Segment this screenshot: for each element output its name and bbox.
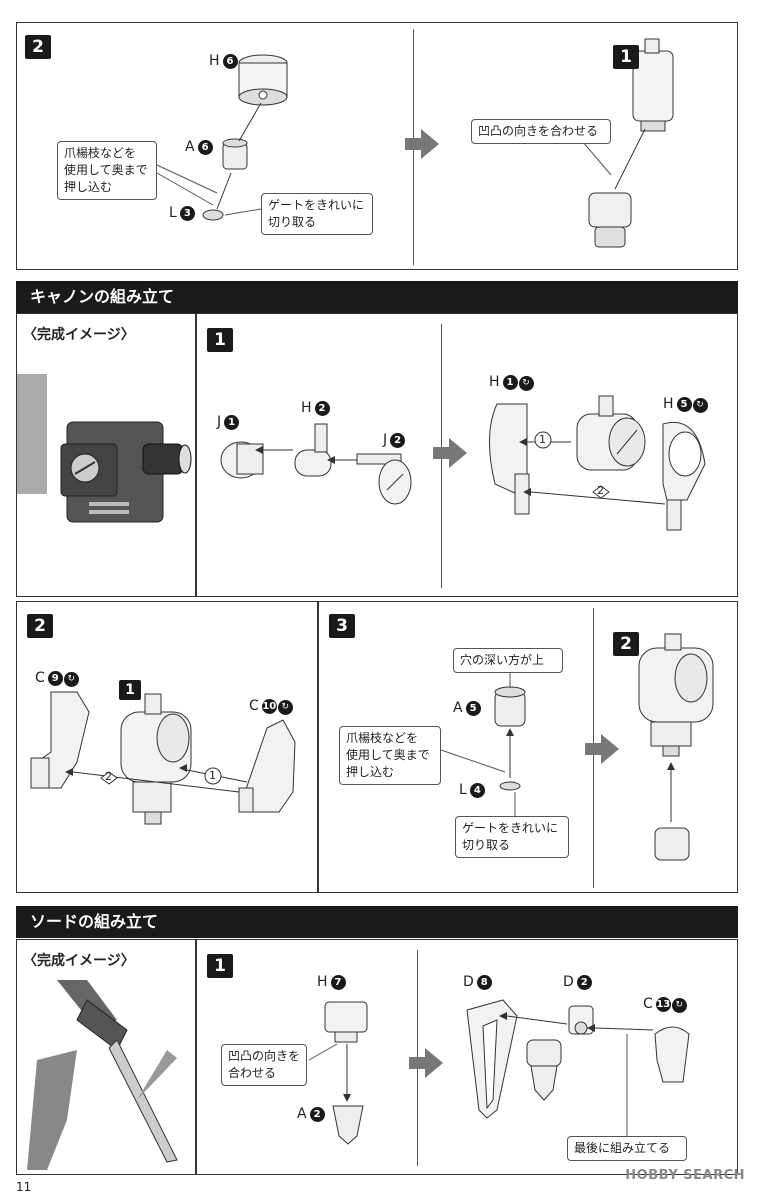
- rotate-icon: ↻: [692, 398, 708, 413]
- callout-push-in: 爪楊枝などを 使用して奥まで 押し込む: [57, 141, 157, 200]
- rotate-icon: ↻: [63, 672, 79, 687]
- complete-image-cannon: [17, 374, 192, 523]
- order-marker-1: 1: [539, 433, 546, 446]
- rotate-icon: ↻: [518, 376, 534, 391]
- callout-gate: ゲートをきれいに 切り取る: [455, 816, 569, 858]
- page-number: 11: [16, 1180, 32, 1194]
- step-number-badge: 2: [27, 614, 53, 638]
- callout-last: 最後に組み立てる: [567, 1136, 687, 1161]
- step-number-badge: 1: [207, 954, 233, 978]
- complete-image-sword: [27, 980, 178, 1170]
- callout-deep-side: 穴の深い方が上: [453, 648, 563, 673]
- watermark: HOBBY SEARCH: [625, 1168, 745, 1183]
- complete-image-title: 〈完成イメージ〉: [23, 327, 135, 343]
- next-step-arrow-icon: [409, 1048, 443, 1078]
- part-drawing-cylinder: [156, 38, 674, 248]
- rotate-icon: ↻: [671, 998, 687, 1013]
- next-step-arrow-icon: [433, 438, 467, 468]
- order-marker-2: 2: [105, 770, 112, 783]
- step-number-badge: 1: [119, 680, 141, 700]
- complete-image-title: 〈完成イメージ〉: [23, 953, 135, 969]
- rotate-icon: ↻: [277, 700, 293, 715]
- order-marker-1: 1: [209, 769, 216, 782]
- next-step-arrow-icon: [585, 734, 619, 764]
- complete-image-panel-sword: 〈完成イメージ〉: [16, 939, 196, 1175]
- step-number-badge: 1: [613, 45, 639, 69]
- callout-align: 凹凸の向きを 合わせる: [221, 1044, 307, 1086]
- part-drawing-sword-step1: [308, 999, 690, 1145]
- step-number-badge: 2: [25, 35, 51, 59]
- part-drawing-cannon-step1: [220, 395, 706, 531]
- order-marker-2: 2: [597, 484, 604, 497]
- complete-image-panel-cannon: 〈完成イメージ〉: [16, 313, 196, 597]
- section-banner-cannon: キャノンの組み立て: [16, 281, 738, 313]
- part-drawing-cannon-step3: [440, 633, 714, 861]
- next-step-arrow-icon: [405, 129, 439, 159]
- callout-align: 凹凸の向きを合わせる: [471, 119, 611, 144]
- callout-push-in: 爪楊枝などを 使用して奥まで 押し込む: [339, 726, 441, 785]
- step-number-badge: 3: [329, 614, 355, 638]
- step-number-badge: 1: [207, 328, 233, 352]
- callout-gate: ゲートをきれいに 切り取る: [261, 193, 373, 235]
- step-panel-cannon-3: 3 穴の深い方が上 爪楊枝などを 使用して奥まで 押し込む ゲートをきれいに 切…: [318, 601, 738, 893]
- step-number-badge: 2: [613, 632, 639, 656]
- part-drawing-cannon-step2: [30, 691, 296, 825]
- section-banner-sword: ソードの組み立て: [16, 906, 738, 938]
